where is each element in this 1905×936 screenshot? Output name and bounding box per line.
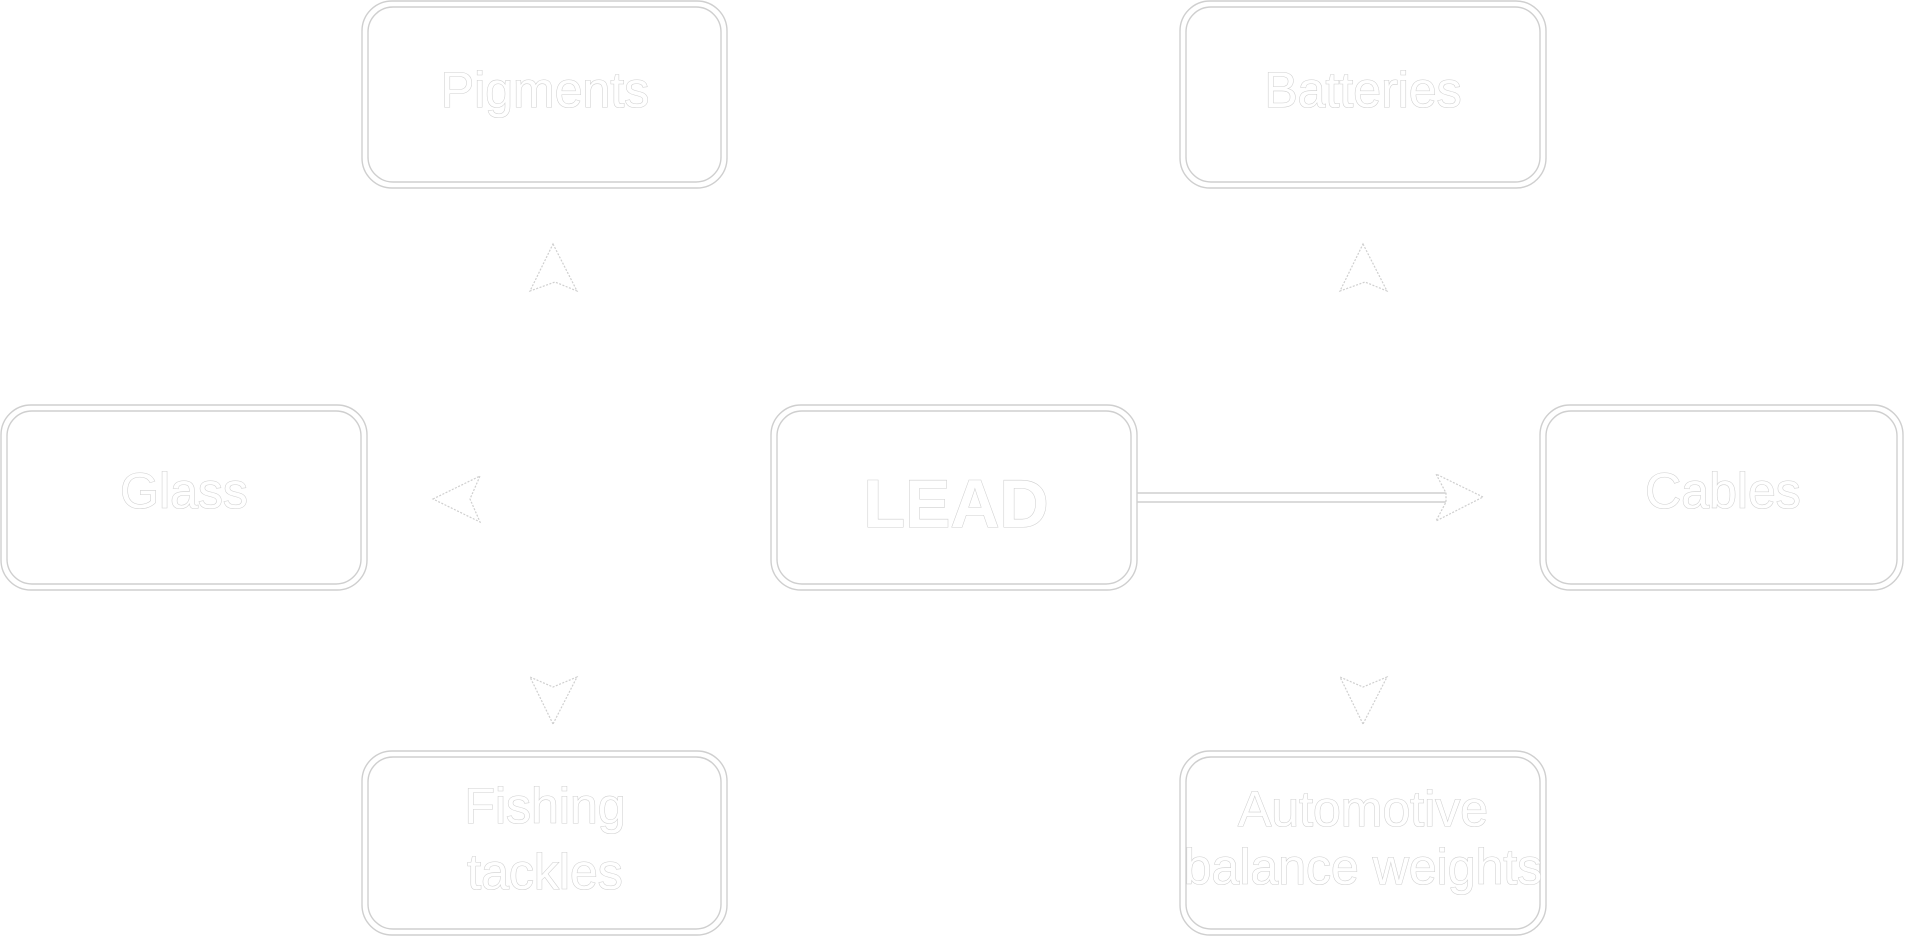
node-automotive-balance-weights: Automotive balance weights	[1179, 750, 1547, 936]
node-label-line-1: Automotive	[1238, 781, 1488, 837]
node-label-line-1: Fishing	[464, 778, 625, 834]
arrow-to-cables	[1137, 472, 1485, 523]
node-label-line-2: balance weights	[1184, 839, 1543, 895]
node-label: Glass	[120, 463, 248, 519]
node-lead: LEAD	[770, 404, 1138, 591]
node-fishing-tackles: Fishing tackles	[361, 750, 728, 936]
arrow-to-pigments-icon	[528, 242, 579, 293]
arrow-to-automotive-icon	[1338, 675, 1389, 726]
arrow-to-glass-icon	[431, 474, 482, 524]
arrow-to-batteries-icon	[1338, 242, 1389, 293]
node-pigments: Pigments	[361, 0, 728, 189]
arrow-to-cables-icon	[1434, 472, 1485, 523]
node-batteries: Batteries	[1179, 0, 1547, 189]
node-glass: Glass	[0, 404, 368, 591]
node-label: Batteries	[1264, 62, 1461, 118]
node-cables: Cables	[1539, 404, 1904, 591]
node-label-line-2: tackles	[467, 844, 623, 900]
node-label: Cables	[1645, 463, 1801, 519]
center-label: LEAD	[863, 466, 1048, 542]
node-label: Pigments	[441, 62, 649, 118]
arrow-to-fishing-tackles-icon	[528, 675, 579, 726]
